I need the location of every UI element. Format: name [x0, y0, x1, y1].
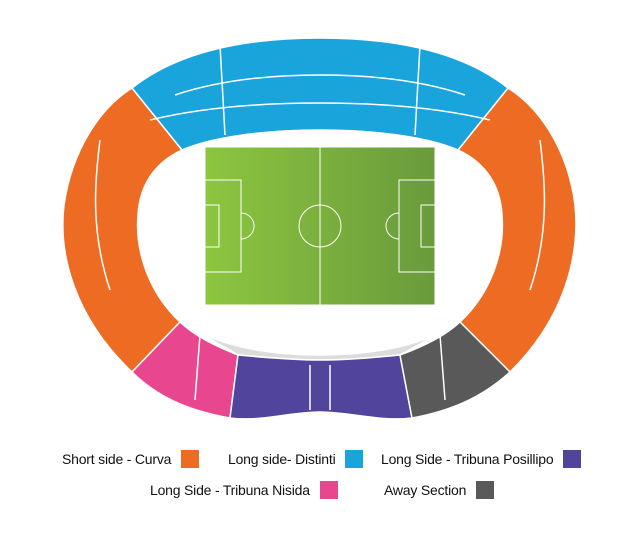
legend-away-swatch [476, 481, 495, 499]
legend-away: Away Section [384, 479, 495, 501]
section-tribuna-posillipo[interactable] [229, 354, 413, 420]
section-away[interactable] [399, 320, 512, 419]
pitch-markings [204, 146, 436, 306]
legend-curva: Short side - Curva [62, 448, 200, 470]
legend-away-label: Away Section [384, 482, 467, 498]
legend-curva-label: Short side - Curva [62, 451, 172, 467]
legend-posillipo-label: Long Side - Tribuna Posillipo [381, 451, 554, 467]
legend-nisida-label: Long Side - Tribuna Nisida [150, 482, 310, 498]
stadium-map [62, 37, 577, 420]
section-curva-right[interactable] [456, 87, 577, 374]
legend-posillipo: Long Side - Tribuna Posillipo [381, 448, 582, 470]
section-distinti[interactable] [130, 37, 510, 151]
legend-nisida: Long Side - Tribuna Nisida [150, 479, 338, 501]
legend-curva-swatch [181, 450, 200, 468]
legend-nisida-swatch [319, 481, 338, 499]
legend-distinti-swatch [345, 450, 364, 468]
section-curva-left[interactable] [62, 87, 184, 374]
legend-distinti: Long side- Distinti [228, 448, 364, 470]
section-dividers [94, 44, 546, 410]
legend-posillipo-swatch [563, 450, 582, 468]
legend-distinti-label: Long side- Distinti [228, 451, 336, 467]
